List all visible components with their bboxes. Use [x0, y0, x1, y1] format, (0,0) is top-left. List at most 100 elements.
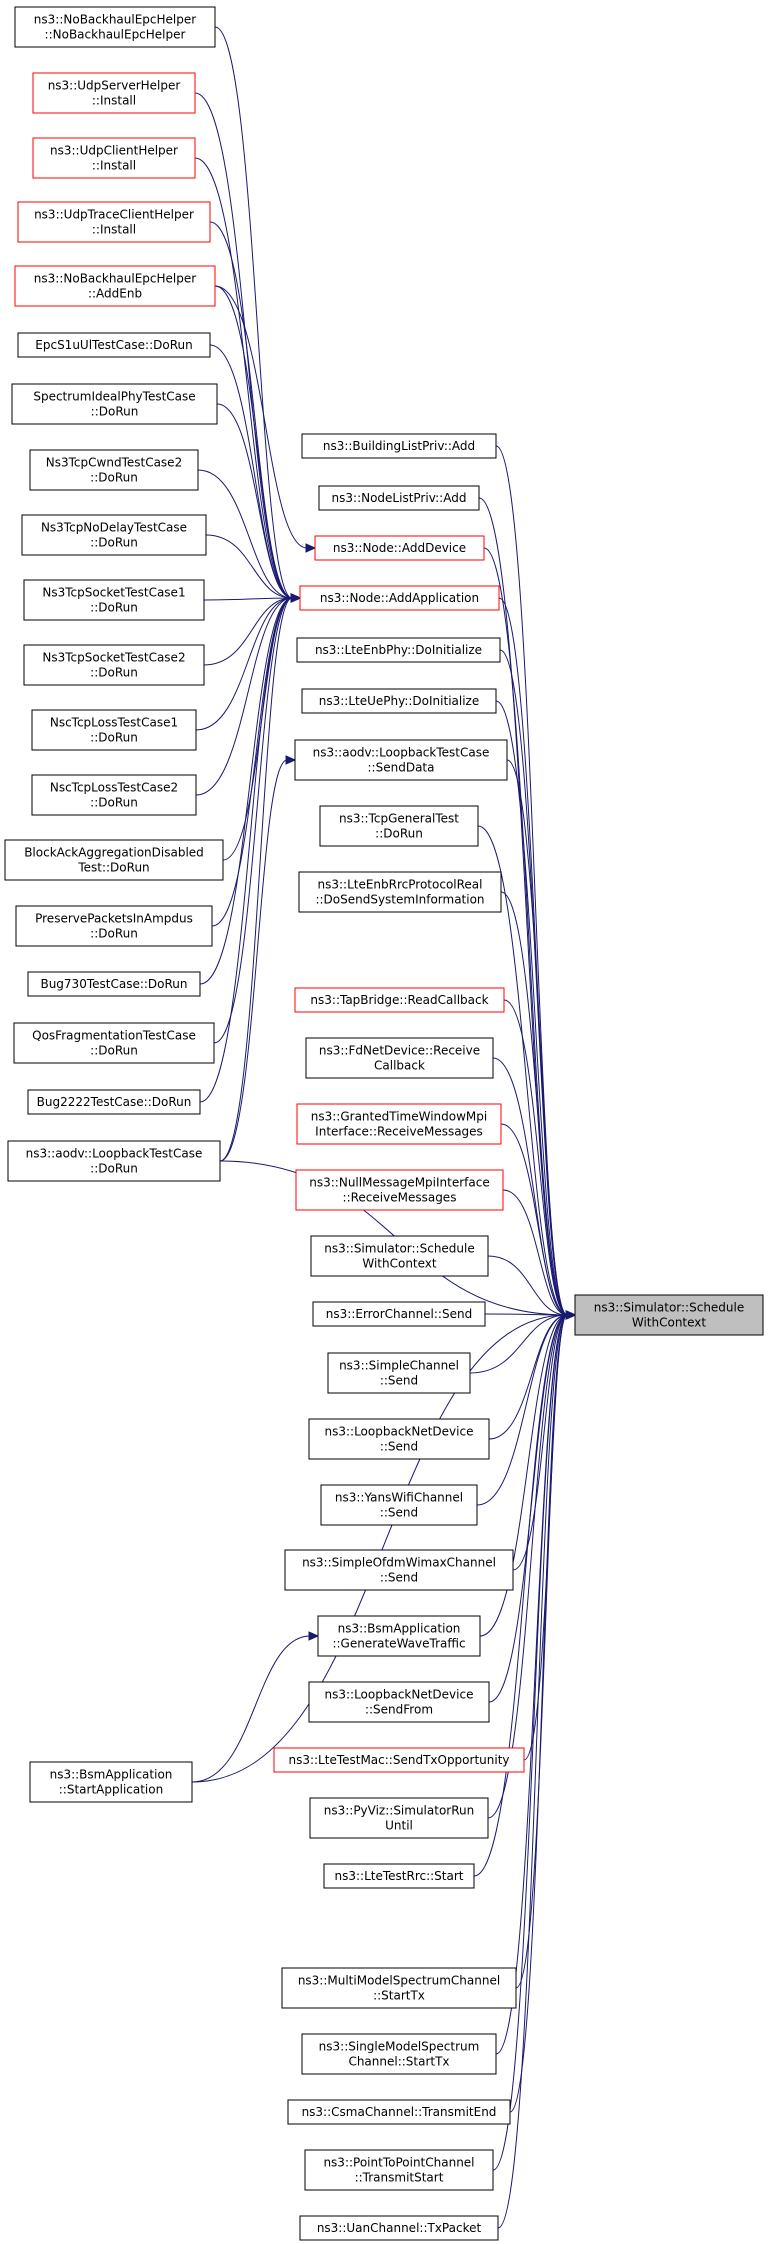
- node-label-line: ::DoRun: [90, 731, 138, 745]
- arrowhead-aodvloop_dorun-to-aodvloop_send: [285, 755, 297, 765]
- node-box: [301, 688, 497, 714]
- node-label-line: ns3::BuildingListPriv::Add: [323, 439, 475, 453]
- edge-yanswifi-to-target: [476, 1314, 568, 1506]
- node-label-line: ::DoRun: [90, 1044, 138, 1058]
- node-label-line: ::StartApplication: [59, 1783, 163, 1797]
- node-nullmessage[interactable]: ns3::NullMessageMpiInterface::ReceiveMes…: [295, 1169, 504, 1211]
- node-ns3tcpcwnd[interactable]: Ns3TcpCwndTestCase2::DoRun: [29, 449, 199, 491]
- node-box: [284, 1549, 514, 1591]
- node-label-line: ns3::LteTestRrc::Start: [335, 1869, 464, 1883]
- node-bug2222[interactable]: Bug2222TestCase::DoRun: [27, 1089, 201, 1115]
- node-bsm_start[interactable]: ns3::BsmApplication::StartApplication: [29, 1761, 193, 1803]
- node-p2pchannel[interactable]: ns3::PointToPointChannel::TransmitStart: [304, 2149, 494, 2191]
- node-nsctcploss1[interactable]: NscTcpLossTestCase1::DoRun: [31, 709, 197, 751]
- node-label-line: ns3::TapBridge::ReadCallback: [310, 993, 488, 1007]
- node-label-line: EpcS1uUlTestCase::DoRun: [35, 338, 192, 352]
- node-buildinglist[interactable]: ns3::BuildingListPriv::Add: [301, 433, 497, 459]
- node-bug730[interactable]: Bug730TestCase::DoRun: [27, 971, 201, 997]
- edge-nullmessage-to-target: [502, 1189, 568, 1316]
- node-nobackhaul_addenb[interactable]: ns3::NoBackhaulEpcHelper::AddEnb: [14, 265, 216, 307]
- node-label-line: ::DoRun: [375, 827, 423, 841]
- node-lteenbphy[interactable]: ns3::LteEnbPhy::DoInitialize: [296, 637, 501, 663]
- node-udptrace_install[interactable]: ns3::UdpTraceClientHelper::Install: [17, 201, 211, 243]
- node-tcpgeneral[interactable]: ns3::TcpGeneralTest::DoRun: [319, 805, 479, 847]
- node-yanswifi[interactable]: ns3::YansWifiChannel::Send: [320, 1484, 478, 1526]
- node-uanchannel[interactable]: ns3::UanChannel::TxPacket: [299, 2215, 499, 2241]
- edge-bsm_start-to-target: [191, 1314, 568, 1783]
- node-node_addapp[interactable]: ns3::Node::AddApplication: [299, 585, 500, 611]
- node-label-line: ns3::LteUePhy::DoInitialize: [319, 694, 479, 708]
- node-spectrumideal[interactable]: SpectrumIdealPhyTestCase::DoRun: [11, 383, 218, 425]
- node-grantedtime[interactable]: ns3::GrantedTimeWindowMpiInterface::Rece…: [296, 1103, 502, 1145]
- node-tapbridge[interactable]: ns3::TapBridge::ReadCallback: [294, 987, 505, 1013]
- node-label-line: ns3::BsmApplication: [50, 1768, 173, 1782]
- node-ltetestrrc[interactable]: ns3::LteTestRrc::Start: [323, 1863, 475, 1889]
- node-label-line: ns3::NodeListPriv::Add: [332, 491, 467, 505]
- node-bsm_gen[interactable]: ns3::BsmApplication::GenerateWaveTraffic: [317, 1615, 481, 1657]
- node-multimodel[interactable]: ns3::MultiModelSpectrumChannel::StartTx: [281, 1967, 517, 2009]
- node-nobackhaul_ctor[interactable]: ns3::NoBackhaulEpcHelper::NoBackhaulEpcH…: [14, 6, 216, 48]
- node-lteuephy[interactable]: ns3::LteUePhy::DoInitialize: [301, 688, 497, 714]
- edge-buildinglist-to-target: [495, 445, 568, 1316]
- node-aodvloop_send[interactable]: ns3::aodv::LoopbackTestCase::SendData: [294, 739, 508, 781]
- node-nsctcploss2[interactable]: NscTcpLossTestCase2::DoRun: [31, 774, 197, 816]
- node-simpleofdm[interactable]: ns3::SimpleOfdmWimaxChannel::Send: [284, 1549, 514, 1591]
- node-box: [301, 2033, 497, 2075]
- node-simplechannel[interactable]: ns3::SimpleChannel::Send: [327, 1352, 471, 1394]
- edge-aodvloop_dorun-to-node_addapp: [219, 597, 293, 1162]
- edge-grantedtime-to-target: [500, 1123, 568, 1316]
- node-label-line: ::TransmitStart: [355, 2171, 444, 2185]
- node-box: [317, 1615, 481, 1657]
- node-label-line: ::SendData: [368, 761, 435, 775]
- node-box: [294, 987, 505, 1013]
- node-box: [314, 535, 485, 561]
- node-box: [323, 1863, 475, 1889]
- edge-node_addapp-to-target: [498, 597, 568, 1316]
- node-node_adddevice[interactable]: ns3::Node::AddDevice: [314, 535, 485, 561]
- node-label-line: ns3::SimpleChannel: [339, 1359, 459, 1373]
- node-udpclient_install[interactable]: ns3::UdpClientHelper::Install: [32, 137, 196, 179]
- node-nodelist[interactable]: ns3::NodeListPriv::Add: [318, 485, 480, 511]
- node-label-line: ::Install: [92, 94, 136, 108]
- node-errorchannel[interactable]: ns3::ErrorChannel::Send: [312, 1301, 486, 1327]
- arrowhead-uanchannel-to-target: [565, 1310, 577, 1320]
- node-box: [310, 1235, 489, 1277]
- node-ns3tcpsocket1[interactable]: Ns3TcpSocketTestCase1::DoRun: [23, 579, 205, 621]
- node-label-line: ns3::UdpTraceClientHelper: [34, 208, 194, 222]
- node-box: [23, 644, 205, 686]
- node-label-line: Callback: [374, 1059, 425, 1073]
- node-box: [299, 2215, 499, 2241]
- node-lteenbrrc[interactable]: ns3::LteEnbRrcProtocolReal::DoSendSystem…: [298, 871, 502, 913]
- node-ns3tcpnodelay[interactable]: Ns3TcpNoDelayTestCase::DoRun: [21, 514, 207, 556]
- edge-aodvloop_send-to-target: [506, 759, 568, 1316]
- node-qosfrag[interactable]: QosFragmentationTestCase::DoRun: [13, 1022, 215, 1064]
- node-label-line: BlockAckAggregationDisabled: [24, 846, 204, 860]
- node-label-line: ns3::SingleModelSpectrum: [319, 2040, 480, 2054]
- node-preservepackets[interactable]: PreservePacketsInAmpdus::DoRun: [15, 905, 213, 947]
- node-box: [15, 905, 213, 947]
- node-loopbacknet_sendfrom[interactable]: ns3::LoopbackNetDevice::SendFrom: [308, 1681, 490, 1723]
- node-box: [319, 805, 479, 847]
- edge-nsctcploss2-to-node_addapp: [195, 597, 293, 796]
- node-ltetestmac[interactable]: ns3::LteTestMac::SendTxOpportunity: [273, 1747, 525, 1773]
- node-udpserver_install[interactable]: ns3::UdpServerHelper::Install: [32, 72, 196, 114]
- node-label-line: ns3::Simulator::Schedule: [594, 1301, 745, 1315]
- node-aodvloop_dorun[interactable]: ns3::aodv::LoopbackTestCase::DoRun: [7, 1140, 221, 1182]
- node-loopbacknet_send[interactable]: ns3::LoopbackNetDevice::Send: [308, 1418, 490, 1460]
- node-box: [4, 839, 224, 881]
- node-epcs1u[interactable]: EpcS1uUlTestCase::DoRun: [17, 332, 211, 358]
- node-label-line: ::Install: [92, 159, 136, 173]
- node-label-line: ns3::ErrorChannel::Send: [326, 1307, 472, 1321]
- node-label-line: ns3::YansWifiChannel: [335, 1491, 463, 1505]
- node-label-line: ns3::aodv::LoopbackTestCase: [313, 746, 490, 760]
- node-ns3tcpsocket2[interactable]: Ns3TcpSocketTestCase2::DoRun: [23, 644, 205, 686]
- edge-udpclient_install-to-node_addapp: [194, 157, 293, 599]
- node-csmachannel[interactable]: ns3::CsmaChannel::TransmitEnd: [287, 2099, 511, 2125]
- node-box: [31, 709, 197, 751]
